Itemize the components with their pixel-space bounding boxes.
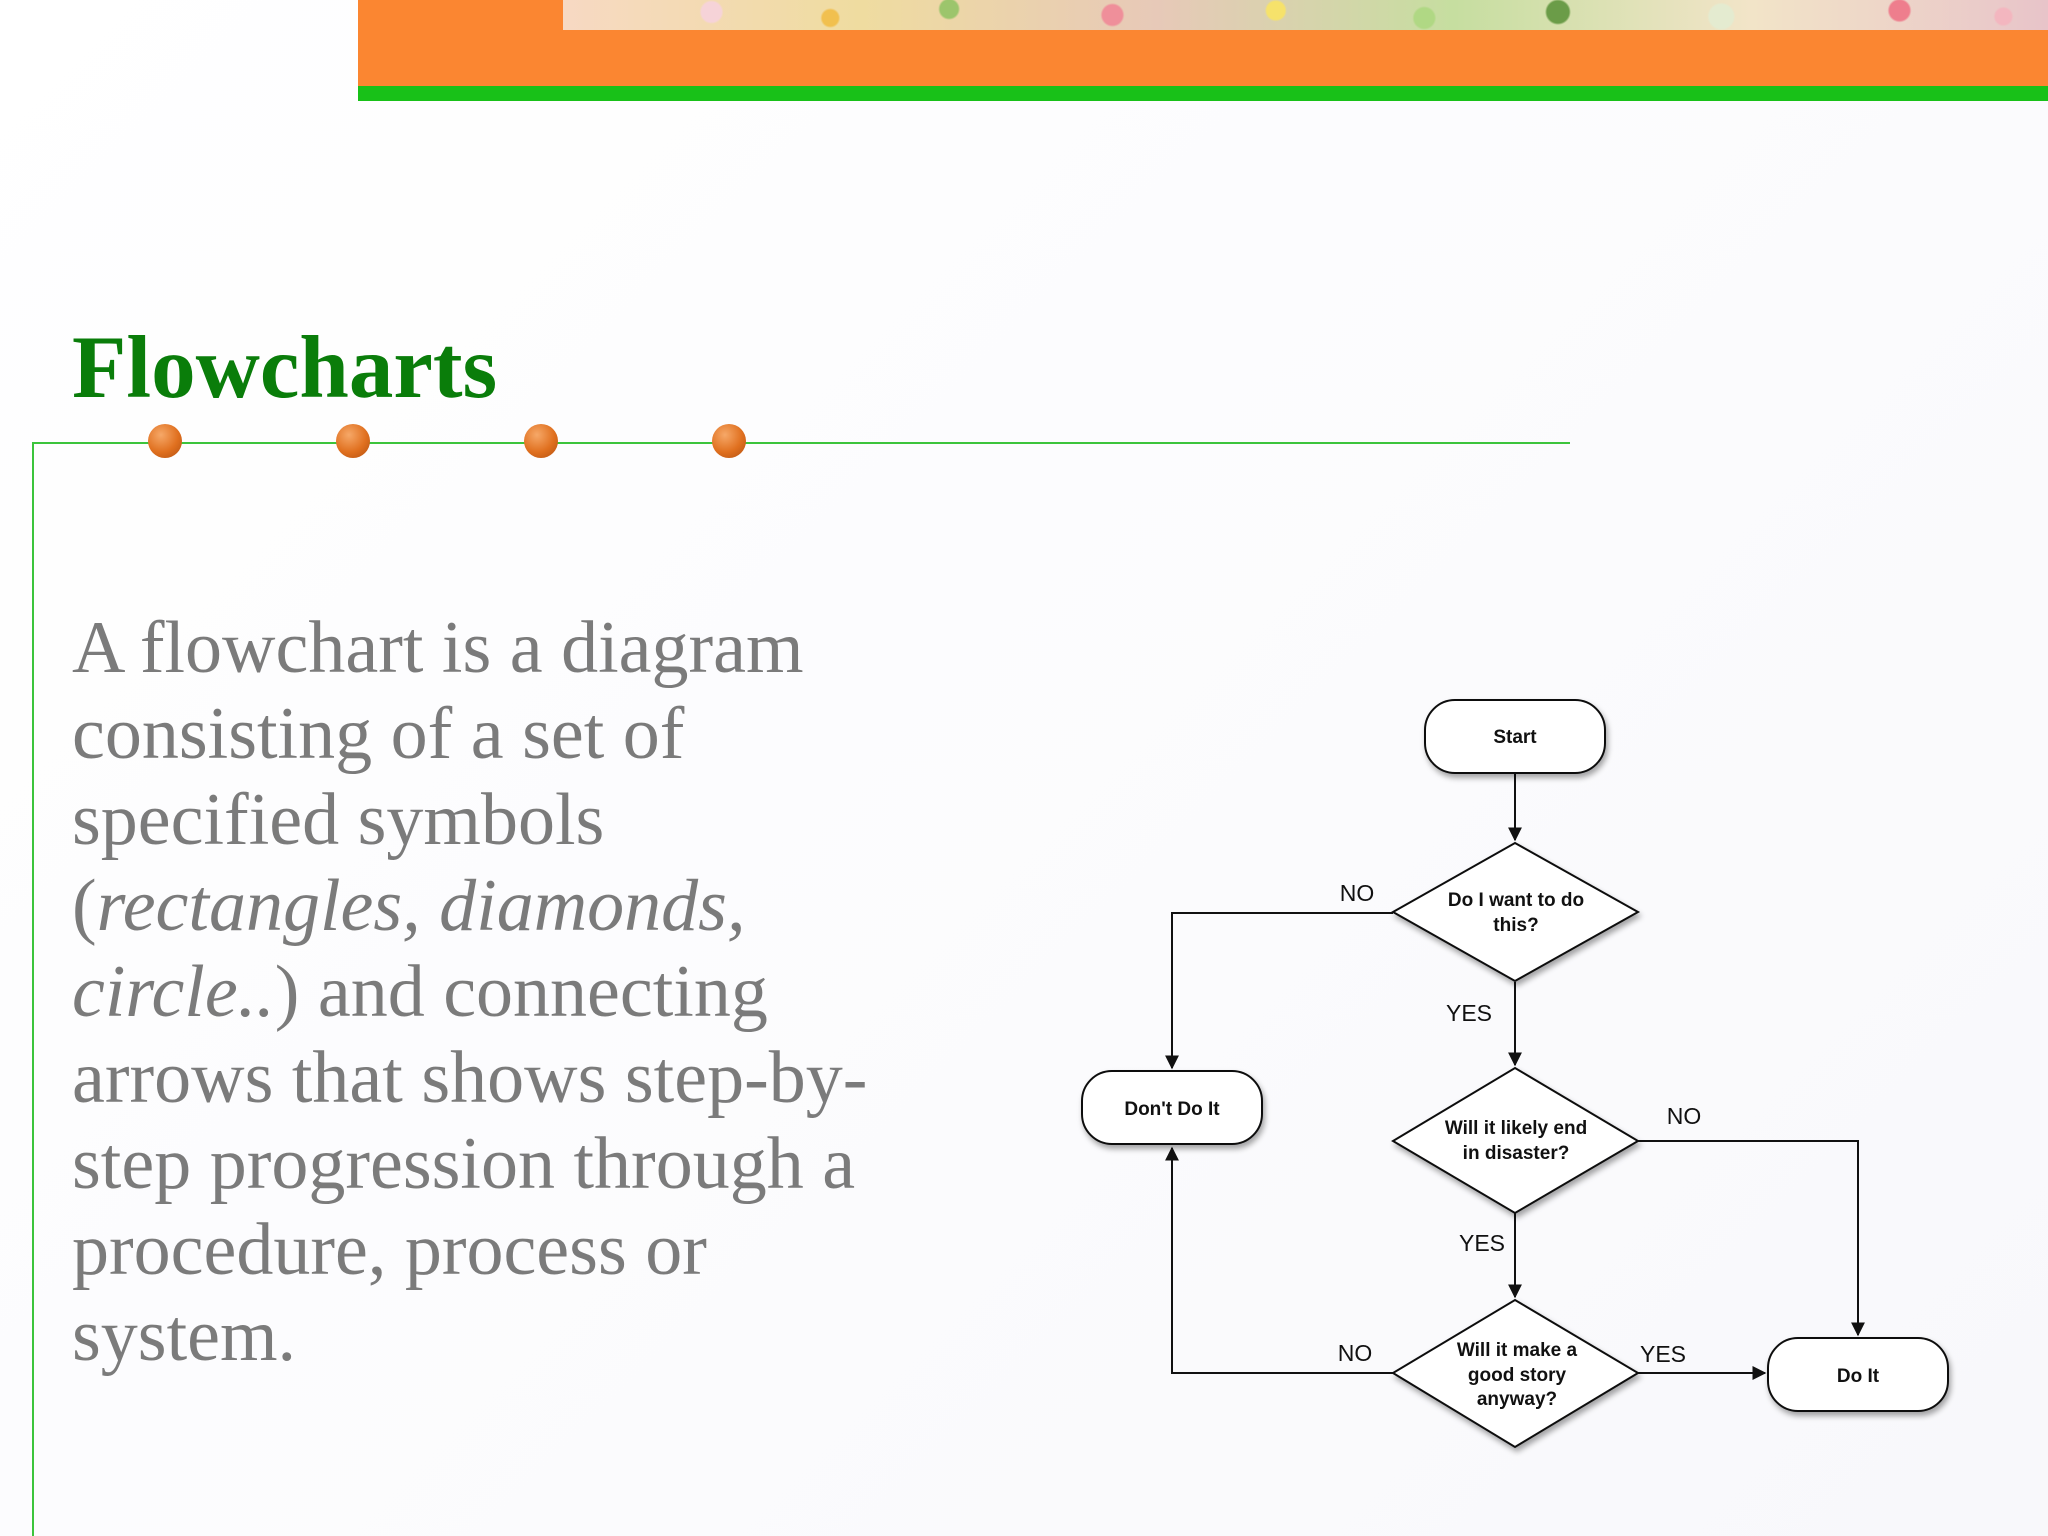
edge-label-decision3-yes: YES <box>1640 1341 1686 1367</box>
definition-text-italic-examples: rectangles, diamonds, circle.. <box>72 865 746 1033</box>
flowchart-node-start: Start <box>1424 699 1606 774</box>
node-label-decision2-line1: Will it likely end <box>1445 1118 1587 1139</box>
title-underline-rule <box>32 442 1570 444</box>
header-flower-image <box>563 0 2048 30</box>
terminal-shape <box>1767 1337 1949 1412</box>
left-margin-rule <box>32 442 34 1536</box>
node-label-decision3-line1: Will it make a <box>1457 1340 1578 1361</box>
terminal-shape <box>1424 699 1606 774</box>
node-label-dont-do-it: Don't Do It <box>1124 1099 1220 1120</box>
edge-decision1-no <box>1165 912 1393 1070</box>
edge-decision3-no <box>1165 1146 1393 1374</box>
edge-label-decision3-no: NO <box>1338 1340 1373 1366</box>
decision-diamond-shape <box>1391 1066 1640 1215</box>
decision-diamond-shape <box>1390 841 1641 983</box>
edge-label-decision2-no: NO <box>1667 1103 1702 1129</box>
flowchart-node-do-it: Do It <box>1767 1337 1949 1412</box>
flowchart-node-decision1: Do I want to do this? <box>1390 841 1641 983</box>
flowchart-node-dont-do-it: Don't Do It <box>1081 1070 1263 1145</box>
node-label-start: Start <box>1493 727 1537 748</box>
node-label-decision3-line2: good story <box>1468 1365 1567 1386</box>
definition-text-outro: ) and connecting arrows that shows step-… <box>72 951 868 1377</box>
edge-label-decision2-yes: YES <box>1459 1230 1505 1256</box>
node-label-decision3-line3: anyway? <box>1477 1389 1557 1410</box>
node-label-decision2-line2: in disaster? <box>1463 1143 1570 1164</box>
edge-decision2-no <box>1638 1140 1865 1337</box>
node-label-do-it: Do It <box>1837 1366 1880 1387</box>
definition-paragraph: A flowchart is a diagram consisting of a… <box>72 605 872 1379</box>
decision-diamond-shape <box>1391 1298 1640 1449</box>
decorative-bullet-2 <box>336 424 370 458</box>
header-banner-green-stripe <box>358 86 2048 101</box>
decorative-bullet-4 <box>712 424 746 458</box>
definition-text-intro: A flowchart is a diagram consisting of a… <box>72 607 804 947</box>
flowchart-edges <box>1165 773 1865 1380</box>
node-label-decision1-line2: this? <box>1493 915 1538 936</box>
node-label-decision1-line1: Do I want to do <box>1448 890 1584 911</box>
edge-label-decision1-yes: YES <box>1446 1000 1492 1026</box>
terminal-shape <box>1081 1070 1263 1145</box>
edge-label-decision1-no: NO <box>1340 880 1375 906</box>
flowchart-node-decision3: Will it make a good story anyway? <box>1391 1298 1640 1449</box>
flowchart-node-decision2: Will it likely end in disaster? <box>1391 1066 1640 1215</box>
page-title: Flowcharts <box>72 319 498 417</box>
decorative-bullet-3 <box>524 424 558 458</box>
decorative-bullet-1 <box>148 424 182 458</box>
